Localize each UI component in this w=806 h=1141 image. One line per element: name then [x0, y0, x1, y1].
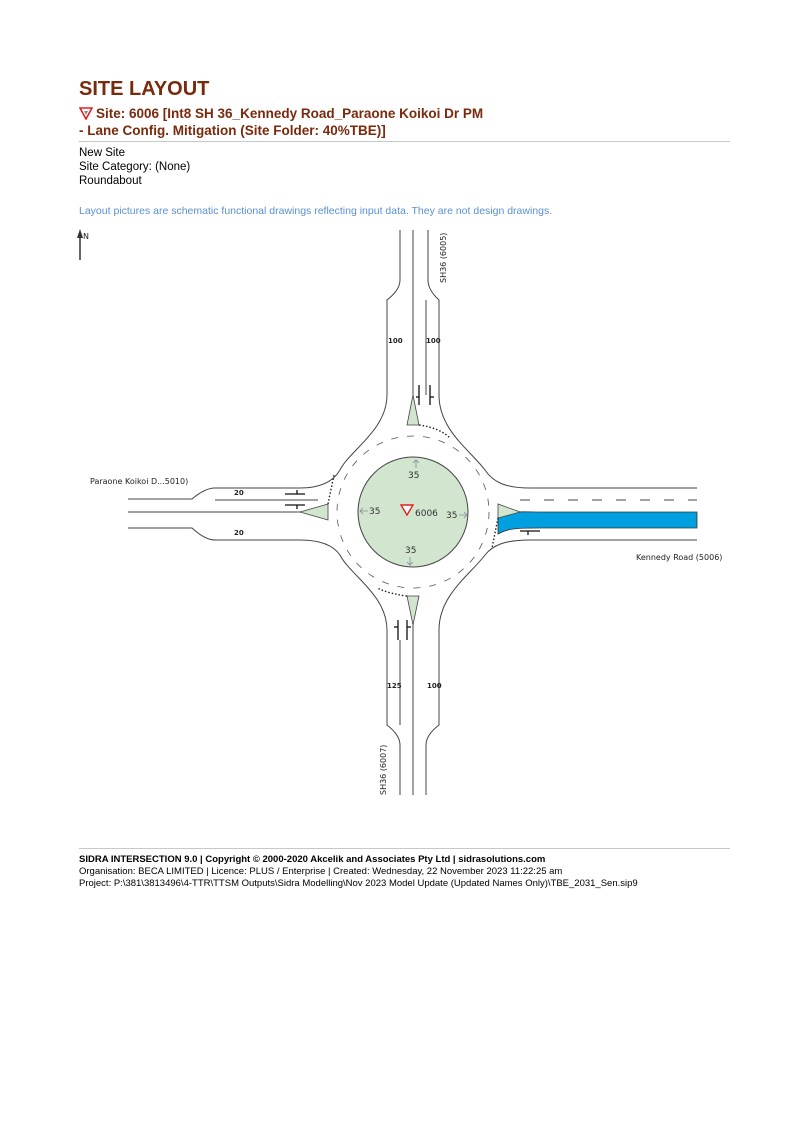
south-left-lane-length: 125	[387, 682, 402, 690]
footer-copyright: SIDRA INTERSECTION 9.0 | Copyright © 200…	[79, 854, 546, 865]
site-category: Site Category: (None)	[79, 161, 191, 173]
give-way-lines	[327, 424, 499, 597]
speed-south: 35	[405, 546, 416, 556]
south-road-label: SH36 (6007)	[379, 745, 388, 795]
give-way-sign-icon	[399, 504, 415, 517]
direction-arrows	[359, 459, 468, 566]
splitter-islands	[298, 394, 522, 626]
site-id-label: 6006	[415, 509, 438, 519]
roundabout-diagram: N	[77, 229, 722, 795]
layout-note: Layout pictures are schematic functional…	[79, 205, 553, 217]
east-road-label: Kennedy Road (5006)	[636, 553, 722, 562]
site-name: New Site	[79, 147, 126, 159]
give-way-triangle-icon	[78, 107, 94, 121]
site-title-line2: - Lane Config. Mitigation (Site Folder: …	[79, 123, 386, 138]
lane-arrow-icons	[285, 385, 540, 640]
footer-project: Project: P:\381\3813496\4-TTR\TTSM Outpu…	[79, 878, 638, 889]
west-top-lane-length: 20	[234, 489, 244, 497]
footer-organisation: Organisation: BECA LIMITED | Licence: PL…	[79, 866, 563, 877]
site-info: New Site Site Category: (None) Roundabou…	[79, 146, 190, 188]
west-bottom-lane-length: 20	[234, 529, 244, 537]
page-title: SITE LAYOUT	[79, 78, 210, 100]
site-heading: Site: 6006 [Int8 SH 36_Kennedy Road_Para…	[78, 105, 730, 142]
speed-east: 35	[446, 511, 457, 521]
circulating-lane-line	[336, 435, 490, 589]
site-title-line1: Site: 6006 [Int8 SH 36_Kennedy Road_Para…	[96, 106, 484, 121]
south-right-lane-length: 100	[427, 682, 442, 690]
north-arrow-icon	[77, 229, 83, 260]
speed-west: 35	[369, 507, 380, 517]
north-left-lane-length: 100	[388, 337, 403, 345]
footer: SIDRA INTERSECTION 9.0 | Copyright © 200…	[79, 848, 730, 890]
speed-north: 35	[408, 471, 419, 481]
north-road-label: SH36 (6005)	[439, 233, 448, 283]
north-label: N	[83, 232, 89, 241]
site-type: Roundabout	[79, 175, 142, 187]
north-right-lane-length: 100	[426, 337, 441, 345]
road-edges	[128, 230, 697, 795]
central-island	[357, 456, 469, 568]
west-road-label: Paraone Koikoi D...5010)	[90, 477, 188, 486]
